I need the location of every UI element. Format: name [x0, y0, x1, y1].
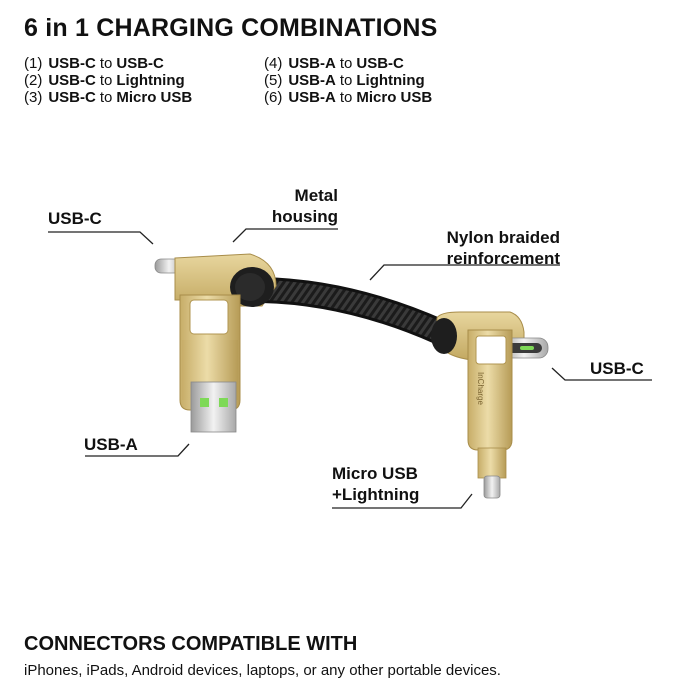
leader-line-usb-c-right — [551, 367, 652, 381]
label-micro-line1: Micro USB — [332, 464, 418, 483]
combination-source: USB-C — [48, 89, 96, 106]
label-micro-line2: +Lightning — [332, 485, 420, 504]
leader-line-usb-c-left — [48, 231, 154, 245]
lightning-tip — [483, 475, 501, 499]
combination-number: (1) — [24, 55, 43, 72]
combination-to: to — [339, 89, 353, 106]
combination-to: to — [99, 72, 113, 89]
combination-source: USB-A — [288, 55, 336, 72]
combination-target: Micro USB — [116, 89, 193, 106]
leader-line-micro-usb — [332, 493, 473, 509]
combination-source: USB-C — [48, 55, 96, 72]
usb-a-plug — [190, 381, 237, 433]
combination-target: Micro USB — [356, 89, 433, 106]
combination-target: USB-C — [356, 55, 404, 72]
combination-source: USB-C — [48, 72, 96, 89]
combination-number: (3) — [24, 89, 43, 106]
label-metal-line1: Metal — [294, 186, 338, 205]
combination-number: (5) — [264, 72, 283, 89]
label-usb-c-left: USB-C — [48, 209, 102, 228]
compatibility-text: iPhones, iPads, Android devices, laptops… — [24, 662, 501, 679]
combination-to: to — [339, 72, 353, 89]
label-nylon-line2: reinforcement — [446, 249, 560, 268]
page-title: 6 in 1 CHARGING COMBINATIONS — [24, 14, 438, 42]
combination-number: (2) — [24, 72, 43, 89]
left-connector-head — [174, 253, 277, 433]
leader-line-nylon — [369, 264, 560, 281]
compatibility-title: CONNECTORS COMPATIBLE WITH — [24, 633, 358, 655]
callout-lines — [48, 228, 652, 509]
product-illustration: InCharge — [48, 228, 652, 509]
label-metal-housing: Metal housing — [272, 185, 338, 227]
combination-target: Lightning — [116, 72, 185, 89]
combination-to: to — [339, 55, 353, 72]
combination-source: USB-A — [288, 72, 336, 89]
right-connector-head: InCharge — [431, 311, 549, 499]
combination-to: to — [99, 55, 113, 72]
combination-number: (4) — [264, 55, 283, 72]
label-nylon-line1: Nylon braided — [446, 228, 560, 247]
brand-engraving: InCharge — [476, 372, 485, 405]
combination-to: to — [99, 89, 113, 106]
label-metal-line2: housing — [271, 207, 338, 226]
label-usb-c-right: USB-C — [590, 359, 644, 378]
combination-target: Lightning — [356, 72, 425, 89]
combination-source: USB-A — [288, 89, 336, 106]
label-nylon: Nylon braided reinforcement — [447, 227, 560, 269]
combination-target: USB-C — [116, 55, 164, 72]
leader-line-metal-housing — [232, 228, 338, 243]
combination-number: (6) — [264, 89, 283, 106]
label-micro-usb: Micro USB +Lightning — [332, 463, 419, 505]
usb-a-led — [200, 398, 209, 407]
label-usb-a: USB-A — [84, 435, 138, 454]
leader-line-usb-a — [85, 443, 190, 457]
